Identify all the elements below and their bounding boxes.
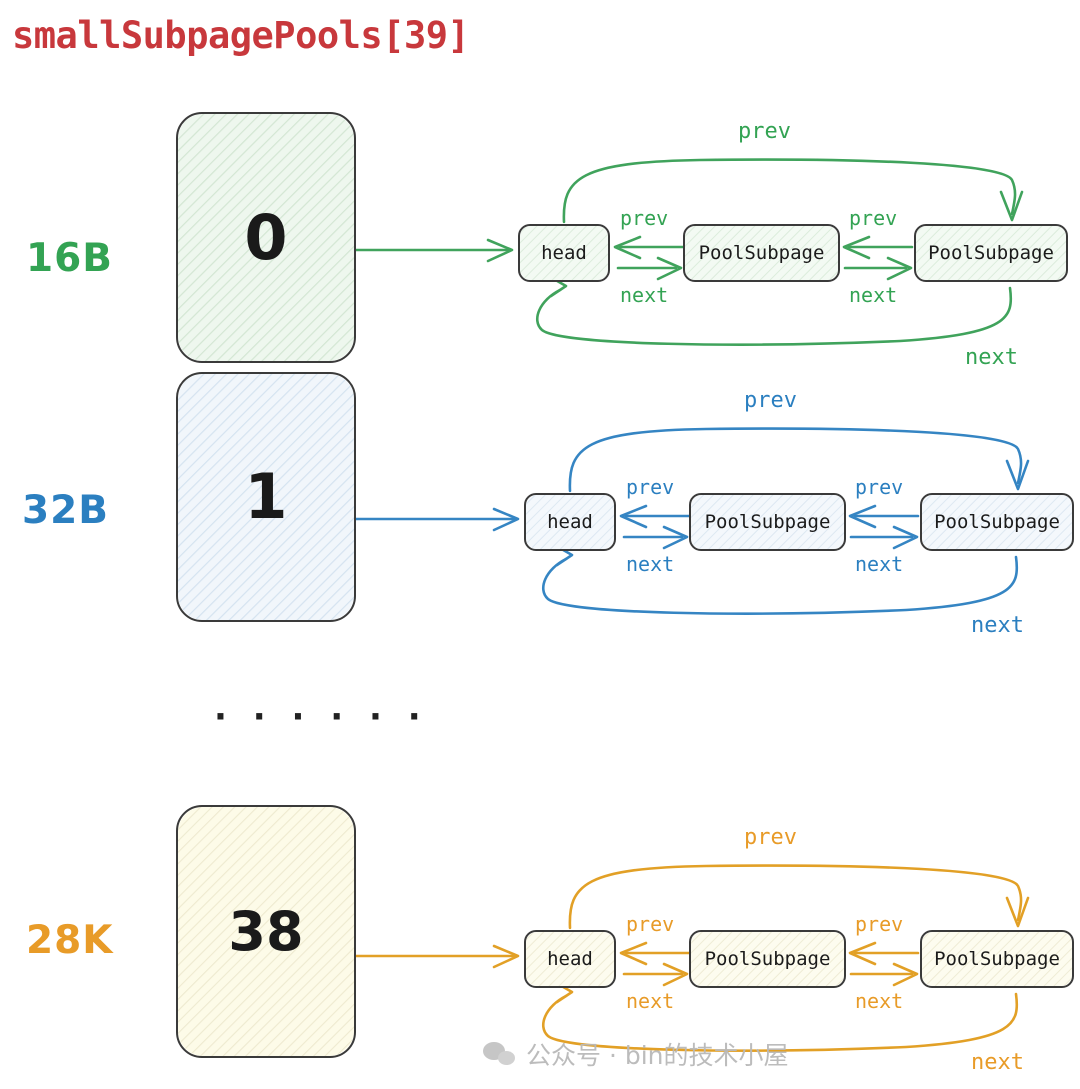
node-poolsubpage-2-row0[interactable]: PoolSubpage: [914, 224, 1068, 282]
edge-label-prev-2-row1: prev: [855, 475, 904, 499]
pool-index-value: 38: [228, 899, 304, 963]
edge-label-wrap-prev-row2: prev: [744, 825, 797, 850]
ellipsis-separator: · · · · · ·: [214, 697, 428, 737]
node-label: PoolSubpage: [934, 511, 1060, 533]
size-label-32b: 32B: [22, 488, 109, 533]
edge-label-prev-2-row0: prev: [849, 206, 898, 230]
edge-label-wrap-next-row1: next: [971, 613, 1024, 638]
node-head-row0[interactable]: head: [518, 224, 610, 282]
watermark-text: 公众号 · bin的技术小屋: [526, 1041, 789, 1070]
edge-label-next-2-row1: next: [855, 552, 904, 576]
node-poolsubpage-2-row2[interactable]: PoolSubpage: [920, 930, 1074, 988]
node-poolsubpage-1-row2[interactable]: PoolSubpage: [689, 930, 846, 988]
edge-label-prev-1-row0: prev: [620, 206, 669, 230]
edge-label-wrap-prev-row0: prev: [738, 119, 791, 144]
edge-label-wrap-next-row2: next: [971, 1050, 1024, 1075]
node-head-row1[interactable]: head: [524, 493, 616, 551]
node-label: PoolSubpage: [704, 948, 831, 970]
pool-index-value: 0: [244, 200, 288, 274]
node-label: head: [547, 511, 593, 533]
size-label-16b: 16B: [26, 236, 113, 281]
edge-label-wrap-next-row0: next: [965, 345, 1018, 370]
pool-index-box-1[interactable]: 1: [176, 372, 356, 622]
node-head-row2[interactable]: head: [524, 930, 616, 988]
node-label: PoolSubpage: [698, 242, 825, 264]
node-poolsubpage-1-row0[interactable]: PoolSubpage: [683, 224, 840, 282]
edge-label-next-2-row0: next: [849, 283, 898, 307]
node-label: head: [547, 948, 593, 970]
node-poolsubpage-1-row1[interactable]: PoolSubpage: [689, 493, 846, 551]
edge-label-prev-2-row2: prev: [855, 912, 904, 936]
edge-label-prev-1-row1: prev: [626, 475, 675, 499]
size-label-28k: 28K: [26, 918, 114, 963]
page-title: smallSubpagePools[39]: [12, 14, 470, 57]
node-label: PoolSubpage: [704, 511, 831, 533]
edge-label-next-1-row1: next: [626, 552, 675, 576]
node-poolsubpage-2-row1[interactable]: PoolSubpage: [920, 493, 1074, 551]
edge-label-next-2-row2: next: [855, 989, 904, 1013]
watermark: 公众号 · bin的技术小屋: [483, 1036, 789, 1072]
edge-label-prev-1-row2: prev: [626, 912, 675, 936]
pool-index-box-38[interactable]: 38: [176, 805, 356, 1058]
edge-label-next-1-row0: next: [620, 283, 669, 307]
pool-index-box-0[interactable]: 0: [176, 112, 356, 363]
wechat-bubble-icon: [483, 1042, 517, 1066]
pool-index-value: 1: [244, 460, 288, 533]
node-label: PoolSubpage: [928, 242, 1054, 264]
edge-label-next-1-row2: next: [626, 989, 675, 1013]
node-label: PoolSubpage: [934, 948, 1060, 970]
node-label: head: [541, 242, 587, 264]
edge-label-wrap-prev-row1: prev: [744, 388, 797, 413]
